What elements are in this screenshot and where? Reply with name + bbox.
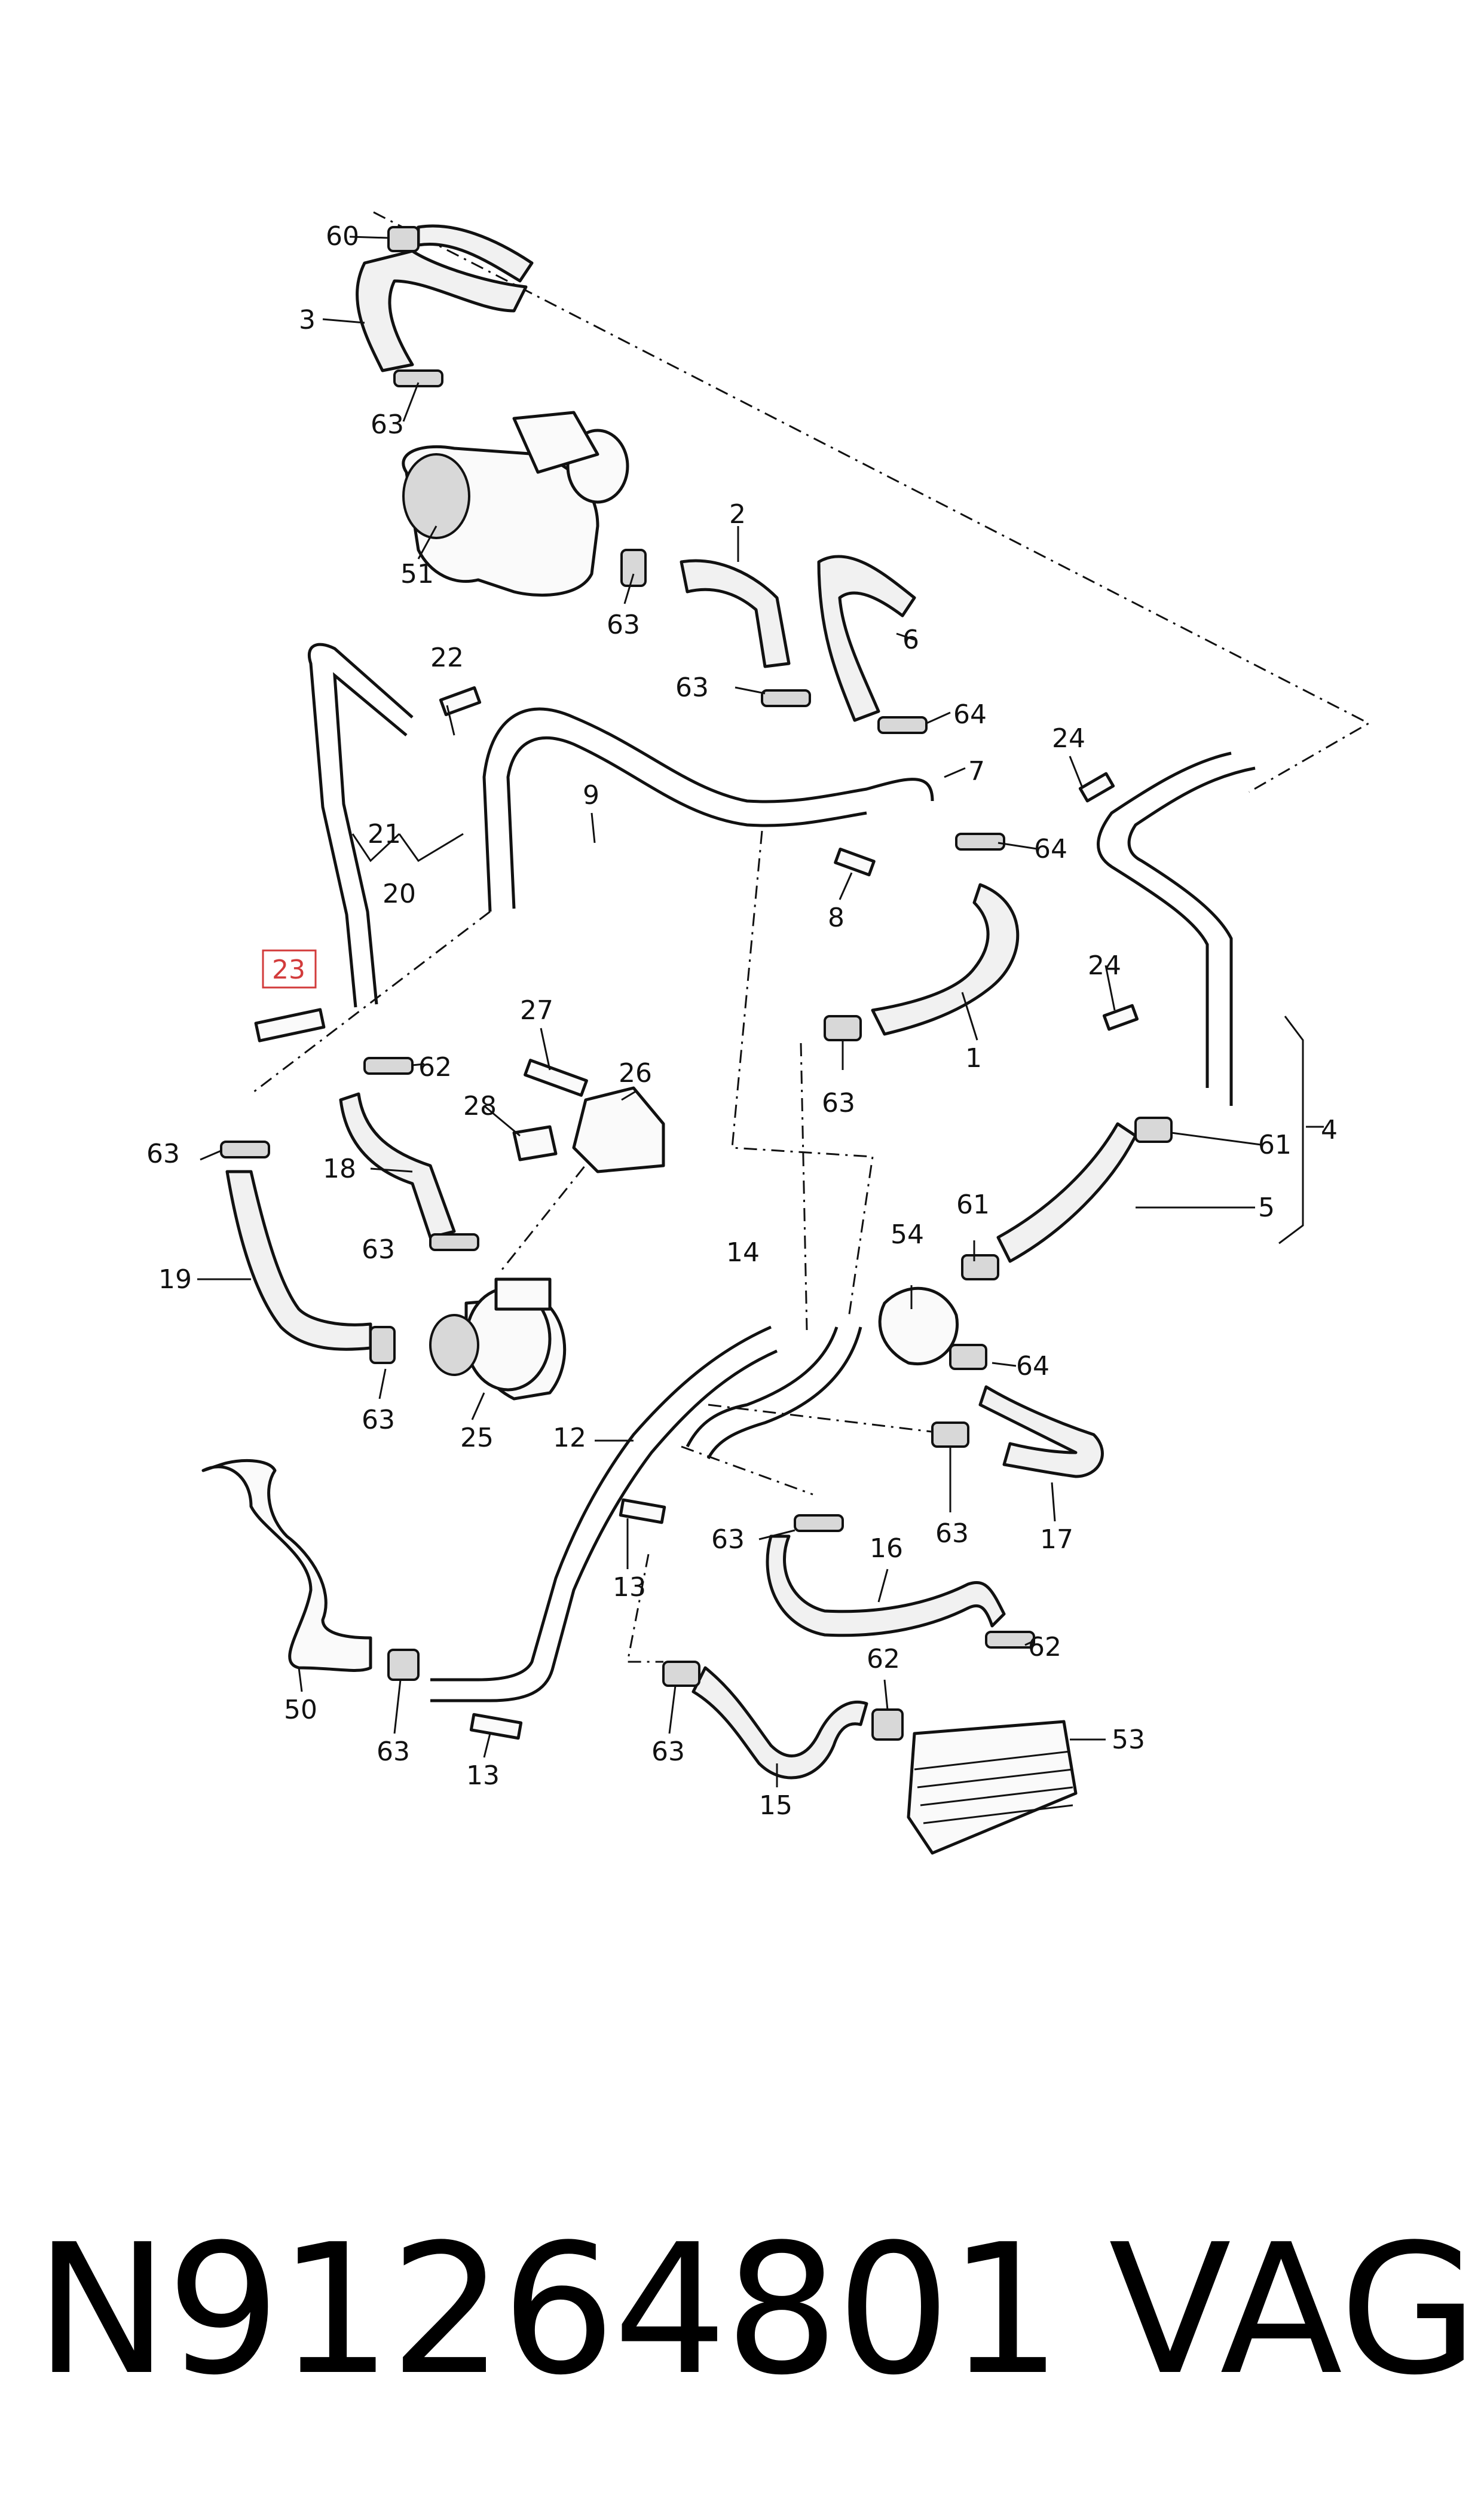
callout-62: 62	[867, 1644, 900, 1674]
callout-19: 19	[158, 1264, 192, 1295]
callout-63: 63	[607, 610, 640, 640]
callout-20: 20	[383, 879, 416, 909]
bolt-13a	[619, 1498, 666, 1524]
callout-61: 61	[956, 1190, 990, 1220]
callout-63: 63	[822, 1088, 855, 1118]
housing-54	[878, 1286, 959, 1365]
brand-name: VAG	[1109, 2206, 1479, 2414]
hose-6	[817, 555, 916, 722]
callout-63: 63	[146, 1139, 180, 1169]
bolt-27	[524, 1059, 588, 1097]
oil-cooler-53	[907, 1720, 1078, 1855]
hose-17	[978, 1385, 1104, 1478]
callout-63: 63	[377, 1737, 410, 1767]
clip-28	[512, 1125, 558, 1161]
part-number: N91264801	[35, 2206, 1062, 2414]
callout-64: 64	[953, 699, 987, 730]
callout-13: 13	[613, 1572, 646, 1603]
callout-63: 63	[371, 409, 404, 440]
callout-53: 53	[1112, 1725, 1145, 1755]
hose-3	[356, 249, 528, 372]
callout-2: 2	[729, 499, 746, 530]
callout-15: 15	[759, 1790, 793, 1821]
callout-50: 50	[284, 1695, 317, 1725]
callout-7: 7	[968, 756, 985, 787]
callout-23: 23	[272, 955, 305, 985]
callout-63: 63	[651, 1737, 685, 1767]
callout-26: 26	[619, 1058, 652, 1089]
callout-21: 21	[368, 819, 401, 849]
callout-8: 8	[828, 903, 844, 933]
callout-6: 6	[902, 625, 919, 655]
coolant-hoses	[225, 224, 1137, 1780]
callout-1: 1	[965, 1043, 982, 1074]
callout-25: 25	[460, 1423, 494, 1453]
callout-63: 63	[362, 1405, 395, 1435]
bolt-13b	[469, 1713, 523, 1740]
highlight-box	[262, 949, 317, 989]
bolt-24b	[1102, 1004, 1139, 1031]
callout-63: 63	[935, 1518, 969, 1549]
callout-63: 63	[362, 1234, 395, 1265]
metal-pipes	[307, 643, 1256, 1702]
hose-5	[996, 1122, 1137, 1263]
callout-64: 64	[1016, 1351, 1049, 1381]
hose-1	[871, 883, 1020, 1036]
callout-14: 14	[726, 1237, 760, 1268]
components	[201, 226, 1173, 1855]
callout-22: 22	[430, 643, 464, 673]
hose-18	[339, 1092, 456, 1239]
callout-64: 64	[1034, 834, 1067, 864]
hose-15	[691, 1666, 868, 1780]
callout-63: 63	[675, 672, 709, 703]
bracket-26	[572, 1086, 665, 1173]
callout-60: 60	[326, 221, 359, 252]
hose-16	[766, 1534, 1006, 1637]
callout-63: 63	[711, 1524, 745, 1555]
callout-5: 5	[1258, 1193, 1275, 1223]
callout-9: 9	[583, 780, 599, 811]
leader-lines	[197, 236, 1324, 1787]
hose-19	[225, 1170, 372, 1351]
bolt-8	[834, 847, 876, 877]
callout-3: 3	[299, 305, 316, 335]
callout-18: 18	[323, 1154, 356, 1184]
callout-54: 54	[891, 1219, 924, 1250]
pipe-50	[201, 1459, 372, 1672]
callout-17: 17	[1040, 1524, 1073, 1555]
bolt-22	[439, 686, 482, 716]
callout-24: 24	[1088, 950, 1121, 981]
bolt-23	[254, 1008, 326, 1043]
bolt-24a	[1078, 772, 1115, 803]
hose-2	[680, 559, 791, 668]
hose-upper-3	[417, 224, 534, 283]
callout-4: 4	[1321, 1115, 1338, 1145]
clamps	[220, 226, 1173, 1741]
callout-61: 61	[1258, 1130, 1292, 1160]
callout-13: 13	[466, 1760, 500, 1791]
callout-24: 24	[1052, 723, 1085, 754]
callout-28: 28	[463, 1091, 497, 1121]
callout-12: 12	[553, 1423, 586, 1453]
callout-62: 62	[418, 1052, 452, 1083]
callout-51: 51	[400, 559, 434, 589]
callout-27: 27	[520, 995, 553, 1026]
callout-62: 62	[1028, 1632, 1061, 1662]
callout-16: 16	[870, 1533, 903, 1564]
